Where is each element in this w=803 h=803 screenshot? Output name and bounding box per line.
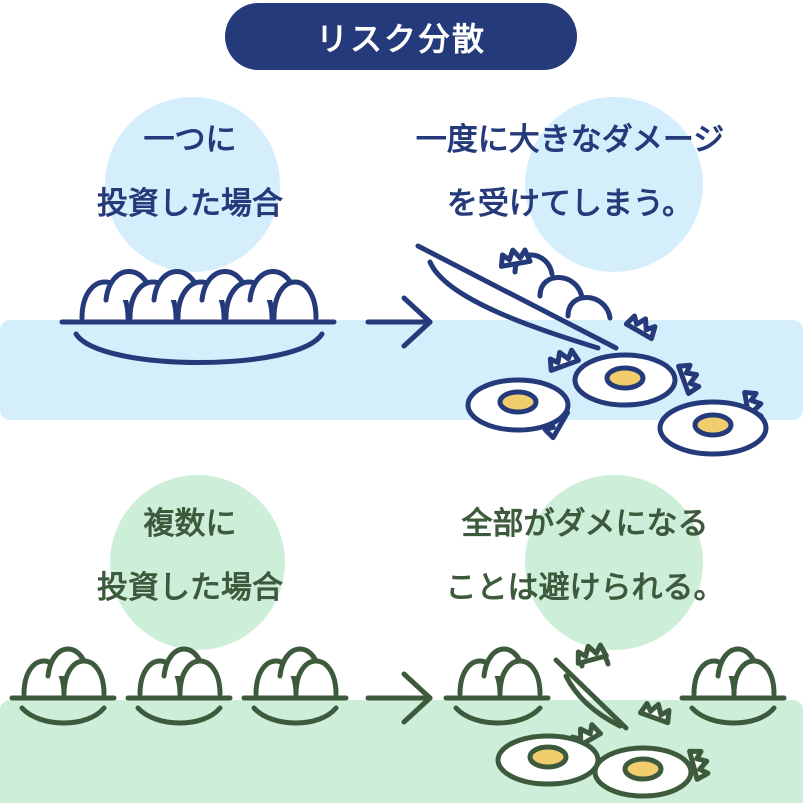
single-fried-eggs-icon	[465, 352, 769, 457]
single-egg-basket-icon	[59, 269, 337, 365]
diversified-right-caption: 全部がダメになる ことは避けられる。	[380, 492, 790, 620]
diversified-broken-basket-icon	[553, 642, 711, 779]
diversified-left-circle	[110, 475, 285, 650]
diversified-remaining-baskets-icon	[443, 646, 787, 726]
diversified-left-caption-line-2: 投資した場合	[97, 570, 283, 606]
single-left-caption-line-1: 一つに	[143, 122, 237, 158]
single-right-caption-line-2: を受けてしまう。	[446, 186, 694, 222]
diversified-left-caption-line-1: 複数に	[143, 506, 237, 542]
diversified-right-caption-line-1: 全部がダメになる	[461, 506, 709, 542]
single-arrow-right-icon	[365, 295, 433, 349]
diversified-left-caption: 複数に 投資した場合	[40, 492, 340, 620]
single-left-caption: 一つに 投資した場合	[40, 108, 340, 236]
diversified-egg-baskets-icon	[9, 646, 349, 726]
diversified-arrow-right-icon	[365, 671, 433, 725]
diversified-right-caption-line-2: ことは避けられる。	[445, 570, 725, 606]
single-right-caption: 一度に大きなダメージ を受けてしまう。	[360, 108, 780, 236]
single-right-circle	[525, 97, 703, 272]
single-broken-basket-icon	[415, 243, 763, 438]
diversified-fried-eggs-icon	[495, 733, 694, 799]
single-right-caption-line-1: 一度に大きなダメージ	[415, 122, 725, 158]
single-left-caption-line-2: 投資した場合	[97, 186, 283, 222]
diversified-right-circle	[525, 475, 703, 650]
page-title: リスク分散	[225, 3, 577, 70]
single-left-circle	[105, 97, 280, 272]
